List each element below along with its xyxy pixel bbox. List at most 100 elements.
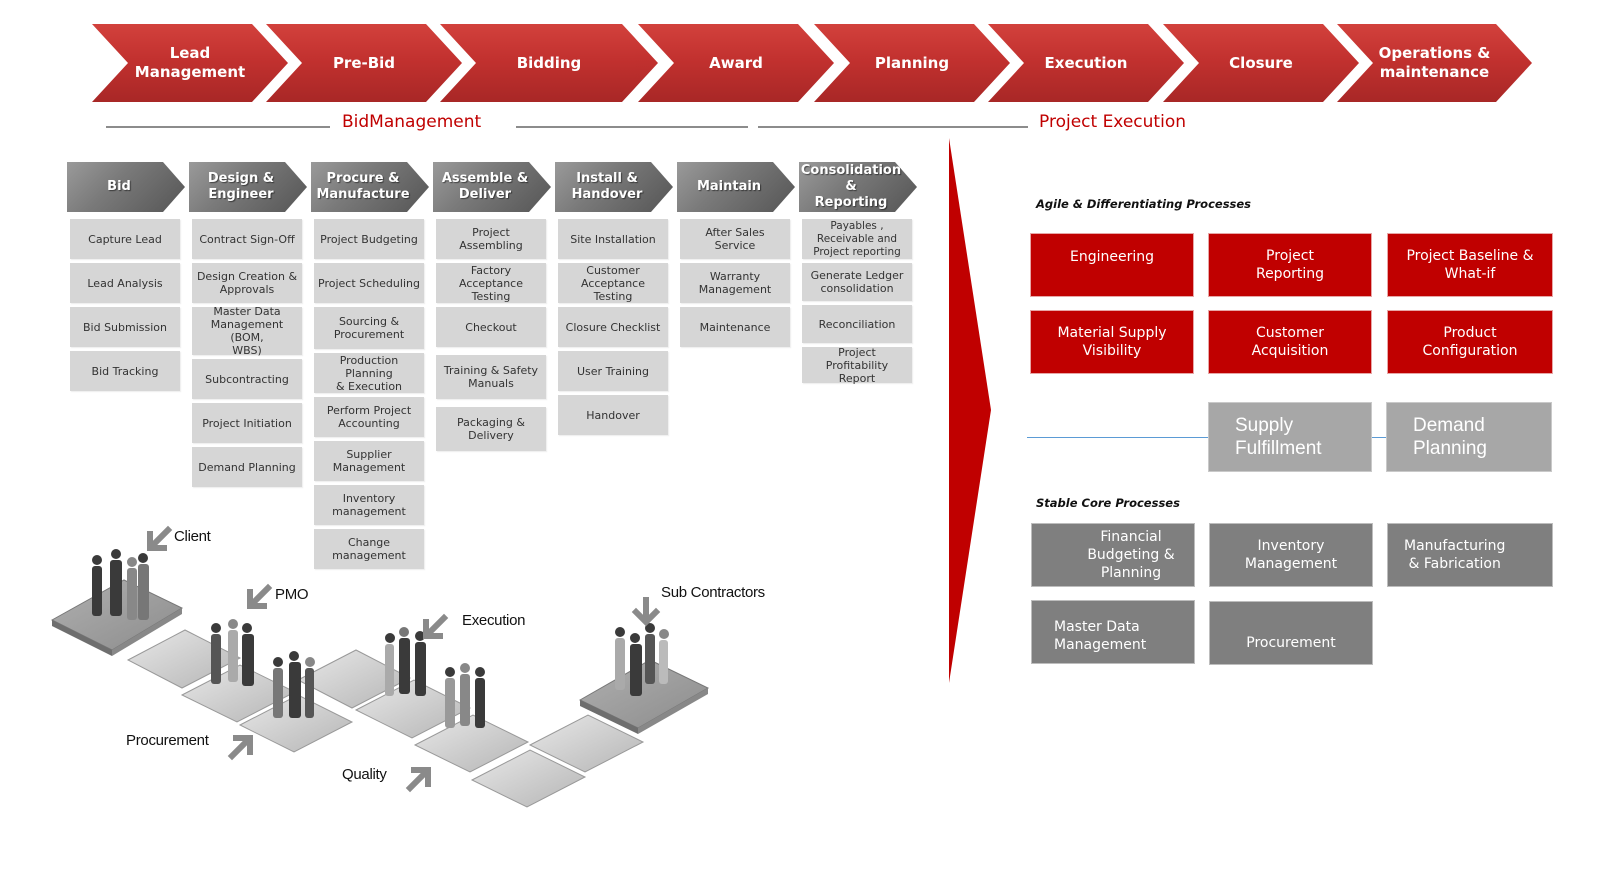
- process-cell[interactable]: Subcontracting: [192, 359, 302, 399]
- process-cell[interactable]: Perform Project Accounting: [314, 397, 424, 437]
- process-label: Supply Fulfillment: [1235, 415, 1322, 459]
- column-title: Install & Handover: [571, 171, 643, 202]
- column-install-handover: Install & Handover Site Installation Cus…: [555, 162, 673, 435]
- stage-closure[interactable]: Closure: [1163, 24, 1359, 102]
- column-header[interactable]: Design & Engineer: [189, 162, 307, 212]
- agile-process-project-baseline[interactable]: Project Baseline & What-if: [1388, 234, 1552, 296]
- process-supply-fulfillment[interactable]: Supply Fulfillment: [1209, 403, 1371, 471]
- column-design-engineer: Design & Engineer Contract Sign-Off Desi…: [189, 162, 307, 487]
- process-cell[interactable]: Project Profitability Report: [802, 345, 912, 385]
- arrow-procurement-icon: [227, 735, 253, 761]
- process-cell[interactable]: User Training: [558, 351, 668, 391]
- stakeholder-label-pmo: PMO: [275, 586, 309, 603]
- arrow-subcontractors-icon: [631, 597, 661, 627]
- stage-planning[interactable]: Planning: [814, 24, 1010, 102]
- process-cell[interactable]: Customer Acceptance Testing: [558, 263, 668, 303]
- process-cell[interactable]: Generate Ledger consolidation: [802, 263, 912, 301]
- cell-label: Project Profitability Report: [825, 345, 889, 385]
- cell-label: Project Scheduling: [318, 276, 420, 290]
- stage-award[interactable]: Award: [638, 24, 834, 102]
- agile-process-engineering[interactable]: Engineering: [1031, 234, 1193, 296]
- process-cell[interactable]: Inventory management: [314, 485, 424, 525]
- process-cell[interactable]: Master Data Management (BOM, WBS): [192, 305, 302, 357]
- stage-label: Bidding: [516, 53, 582, 72]
- stakeholder-label-procurement: Procurement: [126, 732, 209, 749]
- process-cell[interactable]: Project Assembling: [436, 219, 546, 259]
- process-cell[interactable]: Training & Safety Manuals: [436, 355, 546, 399]
- section-label-project-execution: Project Execution: [1039, 112, 1186, 132]
- cell-label: Bid Tracking: [91, 364, 159, 378]
- process-cell[interactable]: Payables , Receivable and Project report…: [802, 219, 912, 259]
- column-procure-manufacture: Procure & Manufacture Project Budgeting …: [311, 162, 429, 569]
- cell-label: Demand Planning: [198, 460, 296, 474]
- process-cell[interactable]: Bid Tracking: [70, 351, 180, 391]
- column-header[interactable]: Assemble & Deliver: [433, 162, 551, 212]
- process-label: Financial Budgeting & Planning: [1087, 529, 1175, 581]
- core-process-inventory-management[interactable]: Inventory Management: [1210, 524, 1372, 586]
- process-cell[interactable]: Change management: [314, 529, 424, 569]
- cell-label: Project Initiation: [202, 416, 292, 430]
- column-header[interactable]: Consolidation & Reporting: [799, 162, 917, 212]
- cell-label: Checkout: [465, 320, 517, 334]
- cell-label: Closure Checklist: [565, 320, 661, 334]
- stage-label: Award: [709, 53, 763, 72]
- process-cell[interactable]: Project Initiation: [192, 403, 302, 443]
- process-cell[interactable]: Handover: [558, 395, 668, 435]
- arrow-quality-icon: [405, 767, 431, 793]
- process-cell[interactable]: Supplier Management: [314, 441, 424, 481]
- process-cell[interactable]: Factory Acceptance Testing: [436, 263, 546, 303]
- stage-operations-maintenance[interactable]: Operations & maintenance: [1337, 24, 1532, 102]
- process-label: Manufacturing & Fabrication: [1404, 538, 1506, 572]
- agile-process-customer-acquisition[interactable]: Customer Acquisition: [1209, 311, 1371, 373]
- column-header[interactable]: Procure & Manufacture: [311, 162, 429, 212]
- process-cell[interactable]: Project Scheduling: [314, 263, 424, 303]
- stage-lead-management[interactable]: Lead Management: [92, 24, 288, 102]
- stakeholder-label-execution: Execution: [462, 612, 526, 629]
- stakeholder-illustration: Client PMO Execution Sub Contractors Pro…: [40, 520, 780, 840]
- process-cell[interactable]: Warranty Management: [680, 263, 790, 303]
- arrow-icons: [147, 525, 661, 793]
- agile-process-project-reporting[interactable]: Project Reporting: [1209, 234, 1371, 296]
- core-process-manufacturing-fabrication[interactable]: Manufacturing & Fabrication: [1388, 524, 1552, 586]
- agile-process-material-supply[interactable]: Material Supply Visibility: [1031, 311, 1193, 373]
- process-cell[interactable]: Packaging & Delivery: [436, 407, 546, 451]
- process-cell[interactable]: Maintenance: [680, 307, 790, 347]
- column-header[interactable]: Install & Handover: [555, 162, 673, 212]
- process-cell[interactable]: Production Planning & Execution: [314, 353, 424, 393]
- process-cell[interactable]: Sourcing & Procurement: [314, 307, 424, 349]
- cell-label: Subcontracting: [205, 372, 289, 386]
- stage-label: Operations & maintenance: [1378, 44, 1491, 81]
- process-stage-bar: Lead Management Pre-Bid Bidding Award Pl…: [92, 24, 1532, 102]
- column-title: Bid: [107, 179, 131, 194]
- column-maintain: Maintain After Sales Service Warranty Ma…: [677, 162, 795, 347]
- process-cell[interactable]: Closure Checklist: [558, 307, 668, 347]
- core-process-procurement[interactable]: Procurement: [1210, 602, 1372, 664]
- stage-pre-bid[interactable]: Pre-Bid: [266, 24, 462, 102]
- process-cell[interactable]: Capture Lead: [70, 219, 180, 259]
- process-cell[interactable]: After Sales Service: [680, 219, 790, 259]
- core-process-financial-budgeting[interactable]: Financial Budgeting & Planning: [1032, 524, 1194, 586]
- process-label: Product Configuration: [1422, 325, 1518, 359]
- stage-bidding[interactable]: Bidding: [440, 24, 658, 102]
- agile-process-product-configuration[interactable]: Product Configuration: [1388, 311, 1552, 373]
- process-demand-planning[interactable]: Demand Planning: [1387, 403, 1551, 471]
- process-cell[interactable]: Site Installation: [558, 219, 668, 259]
- process-cell[interactable]: Project Budgeting: [314, 219, 424, 259]
- arrow-client-icon: [147, 525, 173, 551]
- process-cell[interactable]: Bid Submission: [70, 307, 180, 347]
- cell-label: Project Assembling: [459, 226, 523, 252]
- stage-execution[interactable]: Execution: [988, 24, 1184, 102]
- process-label: Inventory Management: [1244, 538, 1338, 572]
- process-cell[interactable]: Demand Planning: [192, 447, 302, 487]
- process-cell[interactable]: Lead Analysis: [70, 263, 180, 303]
- process-cell[interactable]: Checkout: [436, 307, 546, 347]
- process-cell[interactable]: Design Creation & Approvals: [192, 263, 302, 303]
- column-header[interactable]: Maintain: [677, 162, 795, 212]
- process-cell[interactable]: Contract Sign-Off: [192, 219, 302, 259]
- core-process-master-data-management[interactable]: Master Data Management: [1032, 601, 1194, 663]
- column-bid: Bid Capture Lead Lead Analysis Bid Submi…: [67, 162, 185, 391]
- process-cell[interactable]: Reconciliation: [802, 305, 912, 343]
- section-divider: [758, 126, 1028, 128]
- cell-label: Customer Acceptance Testing: [580, 263, 646, 303]
- column-header[interactable]: Bid: [67, 162, 185, 212]
